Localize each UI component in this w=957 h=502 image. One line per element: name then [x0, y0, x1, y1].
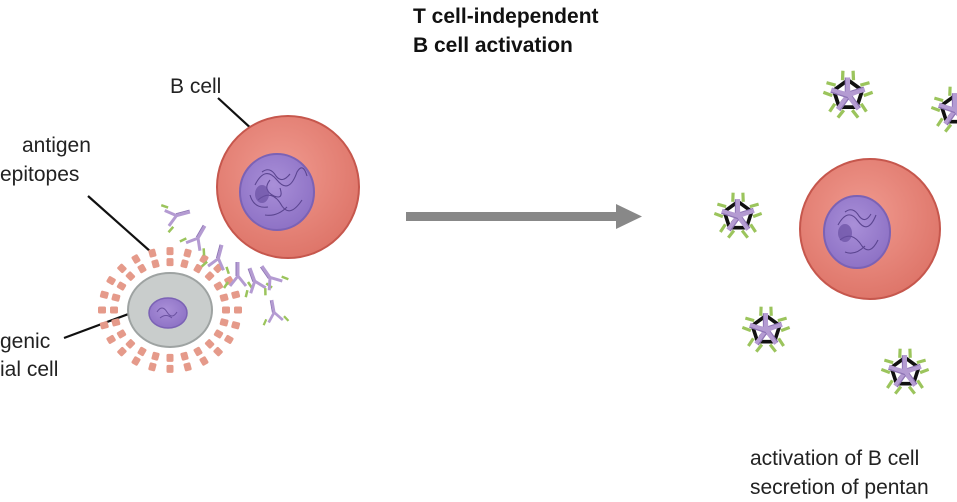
epitope [111, 293, 121, 302]
b-cell-receptors [160, 204, 290, 326]
activated-b-cell [799, 158, 941, 300]
antibody [721, 202, 760, 239]
epitope [219, 293, 229, 302]
epitope [116, 281, 127, 291]
epitope [117, 263, 127, 274]
epitope [131, 356, 141, 366]
epitope [99, 290, 109, 299]
antibody [830, 81, 870, 119]
antibody [160, 204, 191, 234]
epitope [99, 321, 109, 330]
igm-pentamer [930, 86, 957, 133]
igm-pentamer [741, 306, 791, 353]
epitope [193, 346, 203, 357]
title-line-2: B cell activation [413, 34, 573, 57]
antibody [262, 299, 290, 326]
epitope [204, 271, 215, 281]
epitope [125, 271, 136, 281]
epitope [183, 362, 192, 372]
epitope [219, 318, 229, 327]
epitope [117, 346, 127, 357]
igm-pentamers [713, 70, 957, 395]
antibody [259, 265, 289, 296]
pathogen-label-line-2: ial cell [0, 358, 59, 381]
epitope [151, 351, 160, 361]
epitope [222, 306, 230, 314]
epitope [231, 321, 241, 330]
epitope [224, 334, 234, 344]
b-cell-label: B cell [170, 75, 222, 98]
epitope [116, 329, 127, 339]
epitope [148, 362, 157, 372]
epitope [180, 259, 189, 269]
antibody [749, 316, 788, 353]
antibody [200, 244, 230, 275]
epitope [151, 259, 160, 269]
epitope [213, 281, 224, 291]
epitope [183, 248, 192, 258]
epitope [166, 364, 174, 373]
b-cell-chromatin [249, 167, 308, 216]
antibody [938, 102, 957, 125]
epitope [166, 353, 174, 362]
epitope [131, 254, 141, 264]
igm-pentamer [713, 192, 763, 239]
epitope [231, 290, 241, 299]
epitope [137, 346, 147, 357]
antigen-label-line-2: epitopes [0, 163, 80, 186]
pathogen-label-line-1: genic [0, 330, 51, 353]
epitope [193, 263, 203, 274]
epitope [166, 258, 174, 267]
epitope [106, 276, 116, 286]
epitope [213, 346, 223, 357]
epitope [125, 339, 136, 349]
epitope [106, 334, 116, 344]
epitope [204, 339, 215, 349]
igm-pentamer [822, 70, 874, 119]
epitope [137, 263, 147, 274]
epitope [111, 318, 121, 327]
title-line-1: T cell-independent [413, 5, 599, 28]
igm-core [939, 93, 957, 124]
antigen-label-line-1: antigen [22, 134, 91, 157]
b-cell [216, 115, 360, 259]
antibody [888, 358, 927, 395]
igm-pentamer [880, 348, 930, 395]
pathogen-cell [127, 272, 213, 348]
epitope [234, 306, 242, 314]
epitope [166, 247, 174, 256]
activated-b-cell-chromatin [837, 209, 879, 254]
epitope [199, 356, 209, 366]
antibody [179, 224, 207, 256]
epitope [98, 306, 106, 314]
process-arrow [406, 204, 642, 229]
result-label-line-1: activation of B cell [750, 447, 920, 470]
diagram-title: T cell-independent B cell activation [413, 2, 599, 60]
epitope [180, 351, 189, 361]
result-label-line-2: secretion of pentan [750, 476, 929, 499]
epitope [148, 248, 157, 258]
epitope [110, 306, 118, 314]
antigen-epitopes [98, 247, 242, 373]
antigen-leader-line [87, 195, 152, 253]
epitope [213, 329, 224, 339]
